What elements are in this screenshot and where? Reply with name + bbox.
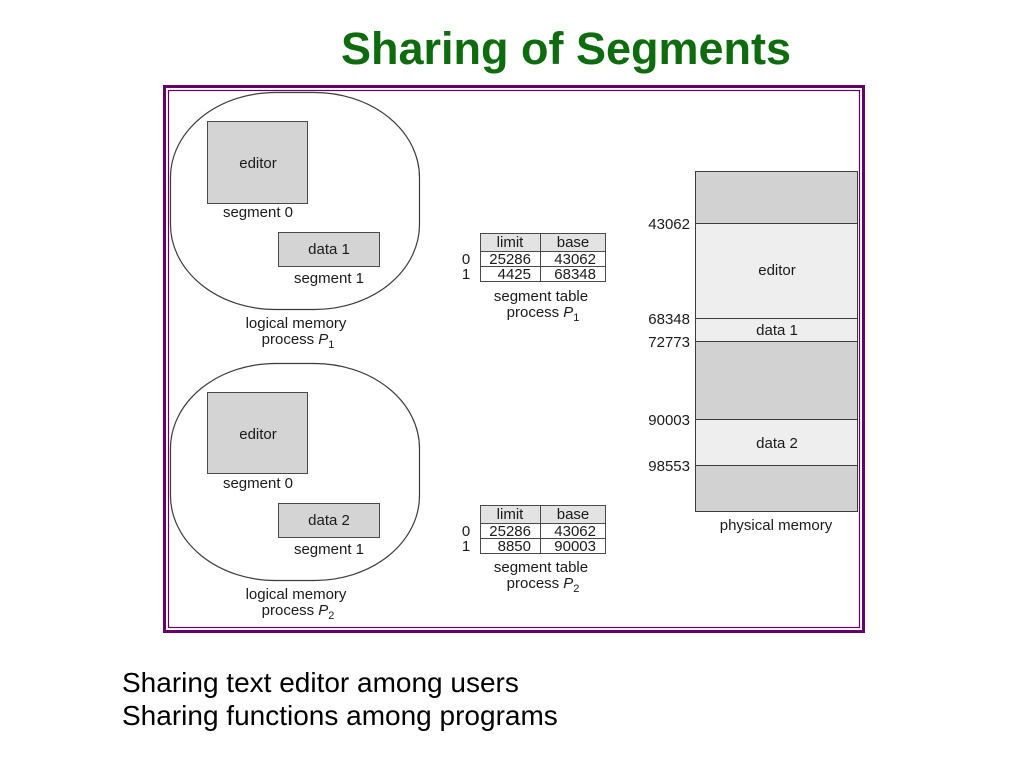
base-cell: 90003	[554, 538, 596, 555]
row-index-label: 1	[462, 266, 470, 283]
memory-gap-region	[695, 341, 858, 420]
memory-gap-region	[695, 171, 858, 224]
base-cell: 43062	[554, 251, 596, 268]
process-subscript: 1	[573, 312, 579, 324]
segment-label: segment 1	[294, 270, 364, 287]
table-header-cell: base	[557, 506, 590, 523]
logical-memory-p2: editor segment 0 data 2 segment 1 logica…	[169, 362, 421, 622]
summary-line: Sharing text editor among users	[122, 667, 519, 698]
segment-table-caption: segment table	[494, 288, 588, 305]
limit-cell: 25286	[489, 523, 531, 540]
process-symbol: P	[318, 602, 328, 619]
logical-memory-outline	[169, 91, 421, 311]
memory-gap-region	[695, 465, 858, 512]
logical-memory-p1: editor segment 0 data 1 segment 1 logica…	[169, 91, 421, 351]
process-word: process	[262, 602, 315, 619]
segment-label: segment 0	[223, 475, 293, 492]
physical-memory: editor data 1 data 2 43062 68348 72773 9…	[648, 171, 858, 534]
process-word: process	[507, 575, 560, 592]
physical-memory-caption: physical memory	[720, 517, 833, 534]
process-subscript: 2	[573, 583, 579, 595]
address-label: 72773	[648, 334, 690, 351]
segment-name: data 1	[308, 241, 350, 258]
limit-cell: 4425	[498, 266, 531, 283]
summary-line: Sharing functions among programs	[122, 700, 558, 731]
memory-segment-region	[695, 419, 858, 466]
logical-memory-caption: logical memory	[246, 315, 347, 332]
logical-memory-caption: logical memory	[246, 586, 347, 603]
address-label: 98553	[648, 458, 690, 475]
base-cell: 43062	[554, 523, 596, 540]
slide-title: Sharing of Segments	[341, 23, 791, 74]
segment-table-p2: limit base 0 25286 43062 1 8850 90003 se…	[462, 505, 606, 595]
logical-memory-outline	[169, 362, 421, 582]
figure: editor segment 0 data 1 segment 1 logica…	[163, 85, 865, 633]
data-segment-box	[278, 232, 380, 267]
memory-segment-label: data 2	[756, 435, 798, 452]
table-header	[480, 505, 606, 524]
segment-name: editor	[239, 426, 277, 443]
segment-label: segment 1	[294, 541, 364, 558]
address-label: 68348	[648, 311, 690, 328]
segment-label: segment 0	[223, 204, 293, 221]
address-label: 43062	[648, 216, 690, 233]
row-index-label: 0	[462, 523, 470, 540]
address-label: 90003	[648, 412, 690, 429]
segment-name: editor	[239, 155, 277, 172]
process-subscript: 2	[328, 610, 334, 622]
limit-cell: 25286	[489, 251, 531, 268]
row-index-label: 0	[462, 251, 470, 268]
table-header	[480, 233, 606, 252]
process-word: process	[507, 304, 560, 321]
segment-table-p1: limit base 0 25286 43062 1 4425 68348 se…	[462, 233, 606, 324]
process-symbol: P	[563, 575, 573, 592]
table-header-cell: limit	[497, 234, 524, 251]
process-symbol: P	[318, 331, 328, 348]
memory-segment-region	[695, 223, 858, 319]
memory-segment-label: data 1	[756, 322, 798, 339]
row-index-label: 1	[462, 538, 470, 555]
data-segment-box	[278, 503, 380, 538]
editor-segment-box	[207, 392, 308, 474]
editor-segment-box	[207, 121, 308, 204]
process-symbol: P	[563, 304, 573, 321]
segment-table-caption: segment table	[494, 559, 588, 576]
table-header-cell: limit	[497, 506, 524, 523]
segment-name: data 2	[308, 512, 350, 529]
process-subscript: 1	[328, 339, 334, 351]
memory-segment-label: editor	[758, 262, 796, 279]
process-word: process	[262, 331, 315, 348]
table-header-cell: base	[557, 234, 590, 251]
limit-cell: 8850	[498, 538, 531, 555]
figure-frame-inner	[167, 89, 861, 629]
base-cell: 68348	[554, 266, 596, 283]
